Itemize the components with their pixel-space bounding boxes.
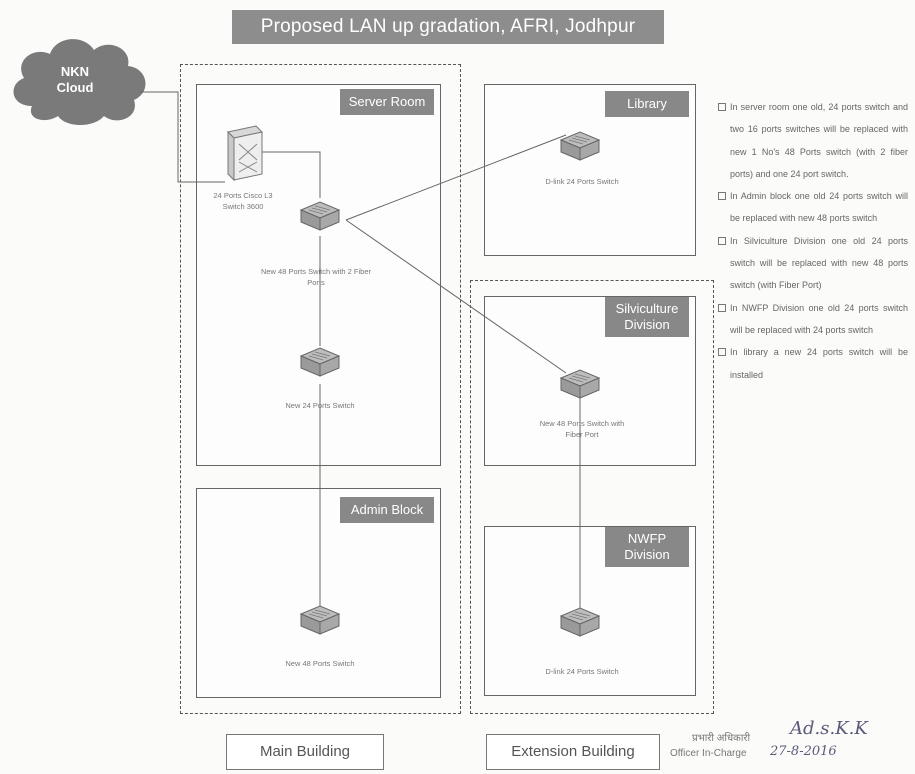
extension-building-outline [470,280,714,714]
server-room-label: Server Room [340,89,434,115]
new24-server-caption: New 24 Ports Switch [285,401,355,410]
layer3-switch-icon [226,125,264,182]
network-switch-icon [559,369,601,399]
main-building-label: Main Building [226,734,384,770]
network-switch-icon [299,605,341,635]
nwfp-box: NWFP Division [484,526,696,696]
cloud-icon [13,39,146,125]
library-box: Library [484,84,696,256]
network-switch-icon [299,347,341,377]
network-switch-icon [559,131,601,161]
new48-server-caption: New 48 Ports Switch with 2 Fiber Ports [260,267,372,287]
notes-list: In server room one old, 24 ports switch … [718,96,908,386]
note-item: In server room one old, 24 ports switch … [718,96,908,185]
note-item: In Admin block one old 24 ports switch w… [718,185,908,230]
signature: Ad.s.K.K [790,718,868,739]
admin-block-box: Admin Block [196,488,441,698]
note-item: In library a new 24 ports switch will be… [718,341,908,386]
network-switch-icon [299,201,341,231]
dlink-library-caption: D-link 24 Ports Switch [545,177,619,186]
dlink-nwfp-caption: D-link 24 Ports Switch [545,667,619,676]
link-48server-to-library [345,134,567,221]
cloud-label-line2: Cloud [56,80,94,95]
library-label: Library [605,91,689,117]
link-l3-to-48server [262,151,321,198]
main-building-outline [180,64,461,714]
admin-block-label: Admin Block [340,497,434,523]
new48-admin-caption: New 48 Ports Switch [285,659,355,668]
new48-silvi-caption: New 48 Ports Switch with Fiber Port [539,419,625,439]
network-switch-icon [559,607,601,637]
link-cloud-to-l3 [140,91,225,183]
cisco-l3-caption: 24 Ports Cisco L3 Switch 3600 [213,191,273,211]
diagram-title: Proposed LAN up gradation, AFRI, Jodhpur [232,10,664,44]
cloud-label: NKN Cloud [30,64,120,96]
extension-building-label: Extension Building [486,734,660,770]
note-item: In Silviculture Division one old 24 port… [718,230,908,297]
silviculture-label: Silviculture Division [605,297,689,337]
cloud-label-line1: NKN [60,64,90,79]
note-item: In NWFP Division one old 24 ports switch… [718,297,908,342]
signature-date: 27-8-2016 [770,744,837,759]
nwfp-label: NWFP Division [605,527,689,567]
link-48server-to-silvi [345,219,567,374]
stamp-officer-label: Officer In-Charge [670,748,747,759]
stamp-hindi-label: प्रभारी अधिकारी [692,733,751,744]
